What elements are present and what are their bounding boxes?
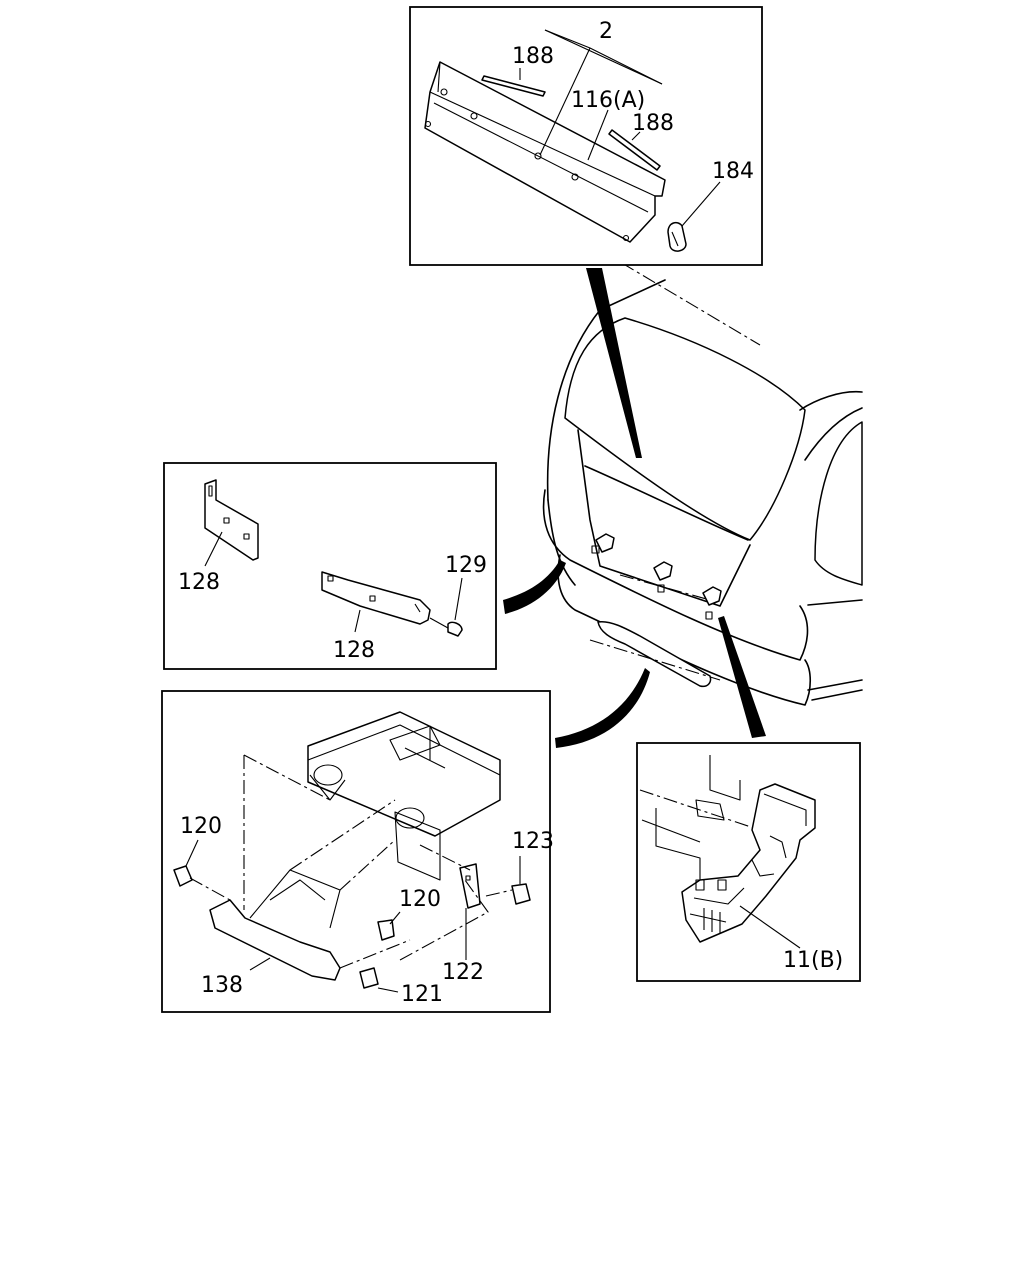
pointer-left-upper <box>503 560 566 614</box>
pointer-right <box>718 616 766 738</box>
label-part-120-a: 120 <box>180 814 222 839</box>
label-part-128-a: 128 <box>178 570 220 595</box>
label-part-188-a: 188 <box>512 44 554 69</box>
vehicle-rear-view <box>542 249 863 706</box>
detail-box-spoiler <box>409 6 763 266</box>
label-part-122: 122 <box>442 960 484 985</box>
label-part-11b: 11(B) <box>783 948 843 973</box>
detail-box-hitch <box>161 690 551 1013</box>
label-part-123: 123 <box>512 829 554 854</box>
label-part-129: 129 <box>445 553 487 578</box>
label-part-116a: 116(A) <box>571 88 645 113</box>
label-part-138: 138 <box>201 973 243 998</box>
detail-box-clip <box>636 742 861 982</box>
label-part-128-b: 128 <box>333 638 375 663</box>
label-part-184: 184 <box>712 159 754 184</box>
label-part-188-b: 188 <box>632 111 674 136</box>
pointer-top <box>586 268 642 458</box>
detail-box-brackets <box>163 462 497 670</box>
label-part-2: 2 <box>599 19 613 44</box>
label-part-120-b: 120 <box>399 887 441 912</box>
label-part-121: 121 <box>401 982 443 1007</box>
pointer-left-lower <box>555 668 650 748</box>
